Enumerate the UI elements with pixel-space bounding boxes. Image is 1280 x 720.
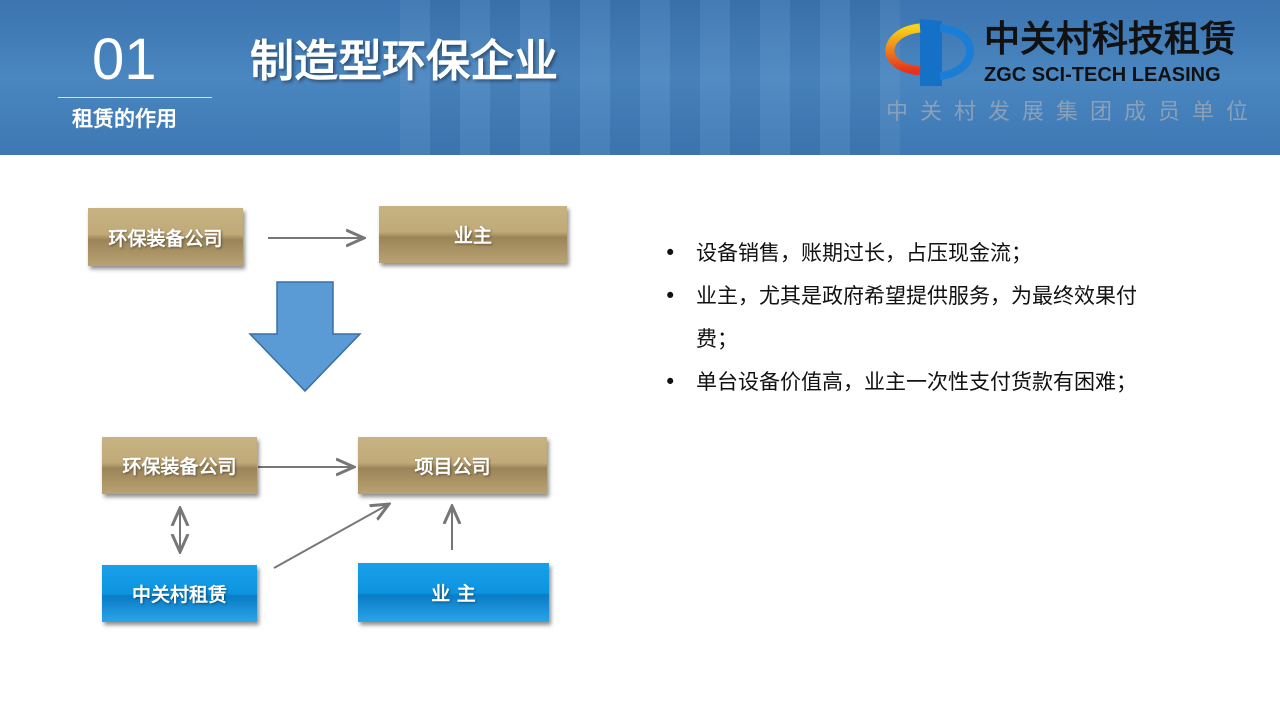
section-number: 01 [92, 27, 157, 92]
bullet-item: 单台设备价值高，业主一次性支付货款有困难； [664, 361, 1164, 404]
logo-icon [885, 19, 974, 86]
bullet-item: 业主，尤其是政府希望提供服务，为最终效果付费； [664, 275, 1164, 361]
box-owner-before: 业主 [379, 206, 567, 263]
header-banner: 01 租赁的作用 制造型环保企业 中关村科技租赁 ZGC SCI-TECH LE… [0, 0, 1280, 155]
box-lessor: 中关村租赁 [102, 565, 257, 622]
box-supplier-after: 环保装备公司 [102, 437, 257, 494]
logo-name-cn: 中关村科技租赁 [984, 19, 1237, 60]
logo-name-en: ZGC SCI-TECH LEASING [984, 64, 1221, 86]
box-supplier-before: 环保装备公司 [88, 208, 243, 266]
divider [58, 97, 212, 98]
box-project-company: 项目公司 [358, 437, 547, 494]
bullet-list: 设备销售，账期过长，占压现金流； 业主，尤其是政府希望提供服务，为最终效果付费；… [664, 232, 1164, 404]
logo-tagline: 中关村发展集团成员单位 [886, 100, 1261, 125]
section-label: 租赁的作用 [72, 107, 177, 131]
arrow-lessor-to-project [273, 504, 389, 569]
bullet-item: 设备销售，账期过长，占压现金流； [664, 232, 1164, 275]
box-owner-after: 业 主 [358, 563, 549, 622]
page-title: 制造型环保企业 [250, 36, 558, 87]
down-arrow-icon [248, 281, 362, 393]
